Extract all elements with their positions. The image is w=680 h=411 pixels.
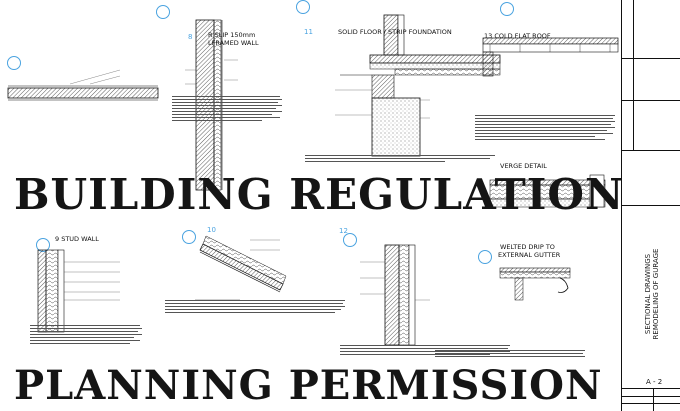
sheet-number: A - 2 [646, 378, 663, 386]
reference-number: 11 [304, 28, 313, 36]
drawing-title-wall-2: LFRAMED WALL [208, 39, 259, 47]
drawing-title-foundation: SOLID FLOOR / STRIP FOUNDATION [338, 28, 452, 36]
sheet-title-line2: REMODELING OF GURAGE [652, 248, 660, 340]
marker-circle [296, 0, 310, 14]
drawing-title-drip-2: EXTERNAL GUTTER [498, 251, 561, 259]
title-block: SECTIONAL DRAWINGS REMODELING OF GURAGE … [621, 0, 680, 411]
drawing-title-verge: VERGE DETAIL [500, 162, 547, 170]
drawing-title-stud-wall: 9 STUD WALL [55, 235, 99, 243]
drawing-title-flat-roof: 13 COLD FLAT ROOF [484, 32, 551, 40]
drawing-title-wall: R SLIP 150mm [208, 31, 256, 39]
marker-circle [7, 56, 21, 70]
reference-number: 12 [339, 227, 348, 235]
headline-building-regulation: BUILDING REGULATION [14, 170, 625, 219]
reference-number: 10 [207, 226, 216, 234]
detail-drawings [7, 14, 619, 357]
marker-circle [156, 5, 170, 19]
drawing-title-drip: WELTED DRIP TO [500, 243, 555, 251]
reference-number: 8 [188, 33, 193, 41]
marker-circle [343, 233, 357, 247]
marker-circle [182, 230, 196, 244]
headline-planning-permission: PLANNING PERMISSION [14, 362, 603, 409]
marker-circle [500, 2, 514, 16]
marker-circle [478, 250, 492, 264]
sheet-title-line1: SECTIONAL DRAWINGS [644, 253, 652, 335]
